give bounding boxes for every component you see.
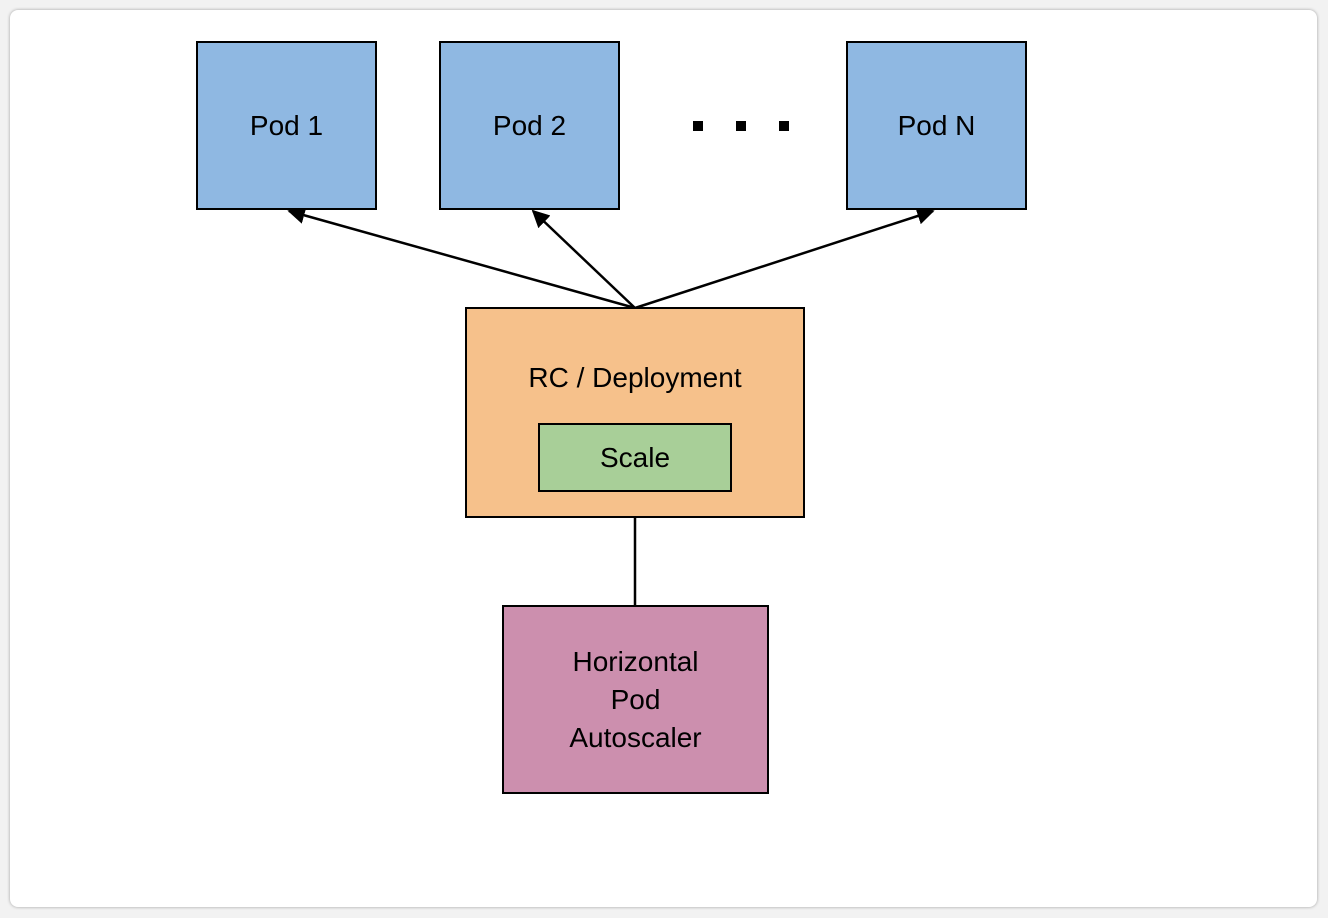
scale-box: Scale bbox=[538, 423, 732, 492]
diagram-canvas: Pod 1 Pod 2 Pod N RC / Deployment Scale … bbox=[10, 10, 1317, 907]
pod-2-box: Pod 2 bbox=[439, 41, 620, 210]
scale-label: Scale bbox=[599, 441, 671, 473]
pod-2-label: Pod 2 bbox=[492, 109, 567, 141]
ellipsis-dot-3 bbox=[779, 121, 789, 131]
arrow-to-pod-2 bbox=[531, 209, 636, 309]
arrow-to-pod-1 bbox=[287, 206, 636, 310]
pod-1-label: Pod 1 bbox=[249, 109, 324, 141]
autoscaler-label-line-1: Horizontal bbox=[572, 645, 699, 677]
autoscaler-box: Horizontal Pod Autoscaler bbox=[502, 605, 769, 794]
pod-n-box: Pod N bbox=[846, 41, 1027, 210]
autoscaler-label-line-3: Autoscaler bbox=[569, 721, 702, 753]
deployment-label: RC / Deployment bbox=[528, 362, 742, 393]
pod-1-box: Pod 1 bbox=[196, 41, 377, 210]
autoscaler-label-line-2: Pod bbox=[610, 683, 661, 715]
connector-layer bbox=[287, 121, 935, 606]
arrow-to-pod-n bbox=[634, 207, 935, 310]
ellipsis-dot-1 bbox=[693, 121, 703, 131]
ellipsis-dot-2 bbox=[736, 121, 746, 131]
pod-n-label: Pod N bbox=[897, 109, 976, 141]
deployment-box: RC / Deployment Scale bbox=[465, 307, 805, 518]
